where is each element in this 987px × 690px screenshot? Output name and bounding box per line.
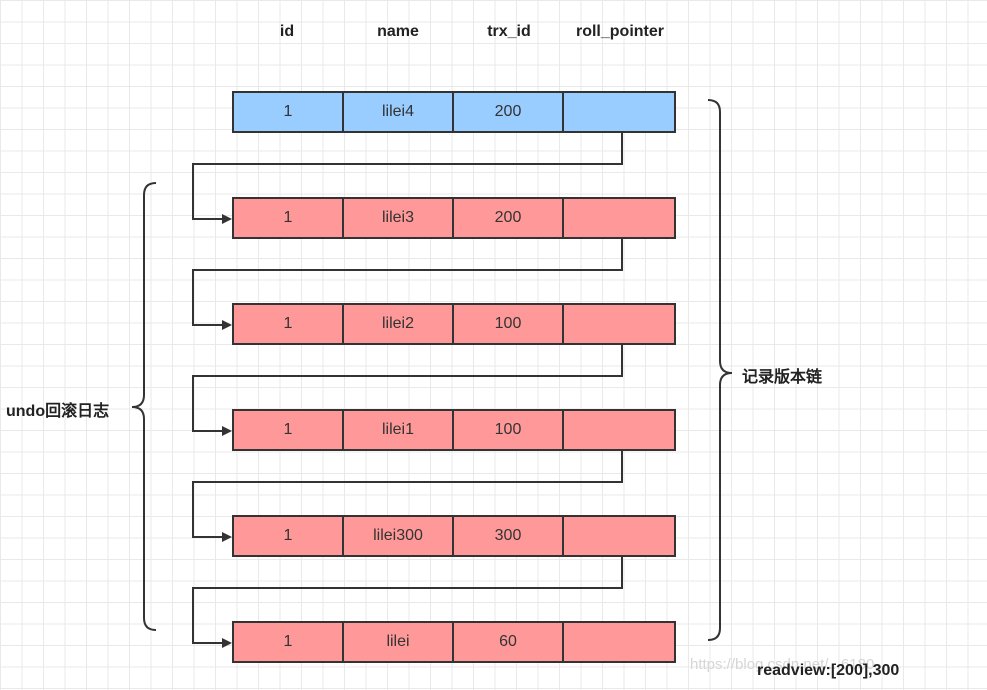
cell-name: lilei4 (344, 93, 454, 131)
undo-row: 1 lilei 60 (232, 621, 676, 663)
pointer-arrow (192, 557, 623, 648)
version-chain-label: 记录版本链 (742, 369, 823, 386)
cell-roll-pointer (564, 305, 674, 343)
cell-id: 1 (234, 411, 344, 449)
cell-trx-id: 200 (454, 199, 564, 237)
cell-roll-pointer (564, 199, 674, 237)
left-brace (131, 182, 157, 631)
cell-name: lilei3 (344, 199, 454, 237)
cell-roll-pointer (564, 93, 674, 131)
cell-trx-id: 300 (454, 517, 564, 555)
cell-name: lilei (344, 623, 454, 661)
header-roll-pointer: roll_pointer (575, 23, 664, 40)
readview-label: readview:[200],300 (757, 662, 900, 679)
pointer-arrow (192, 345, 623, 436)
undo-row: 1 lilei2 100 (232, 303, 676, 345)
cell-name: lilei300 (344, 517, 454, 555)
watermark: https://blog.csdn.net/...6180 (690, 656, 875, 673)
header-trx-id: trx_id (487, 23, 531, 40)
cell-id: 1 (234, 623, 344, 661)
cell-id: 1 (234, 305, 344, 343)
cell-id: 1 (234, 199, 344, 237)
right-brace (707, 99, 733, 641)
undo-row: 1 lilei1 100 (232, 409, 676, 451)
cell-name: lilei1 (344, 411, 454, 449)
cell-id: 1 (234, 93, 344, 131)
cell-roll-pointer (564, 411, 674, 449)
cell-trx-id: 100 (454, 411, 564, 449)
pointer-arrow (192, 133, 623, 224)
undo-row: 1 lilei300 300 (232, 515, 676, 557)
cell-roll-pointer (564, 623, 674, 661)
record-row-current: 1 lilei4 200 (232, 91, 676, 133)
cell-roll-pointer (564, 517, 674, 555)
header-name: name (377, 23, 419, 40)
cell-trx-id: 100 (454, 305, 564, 343)
pointer-arrow (192, 451, 623, 542)
cell-trx-id: 60 (454, 623, 564, 661)
header-id: id (279, 23, 295, 40)
undo-log-label: undo回滚日志 (6, 403, 110, 420)
cell-name: lilei2 (344, 305, 454, 343)
pointer-arrow (192, 239, 623, 330)
cell-id: 1 (234, 517, 344, 555)
undo-row: 1 lilei3 200 (232, 197, 676, 239)
cell-trx-id: 200 (454, 93, 564, 131)
